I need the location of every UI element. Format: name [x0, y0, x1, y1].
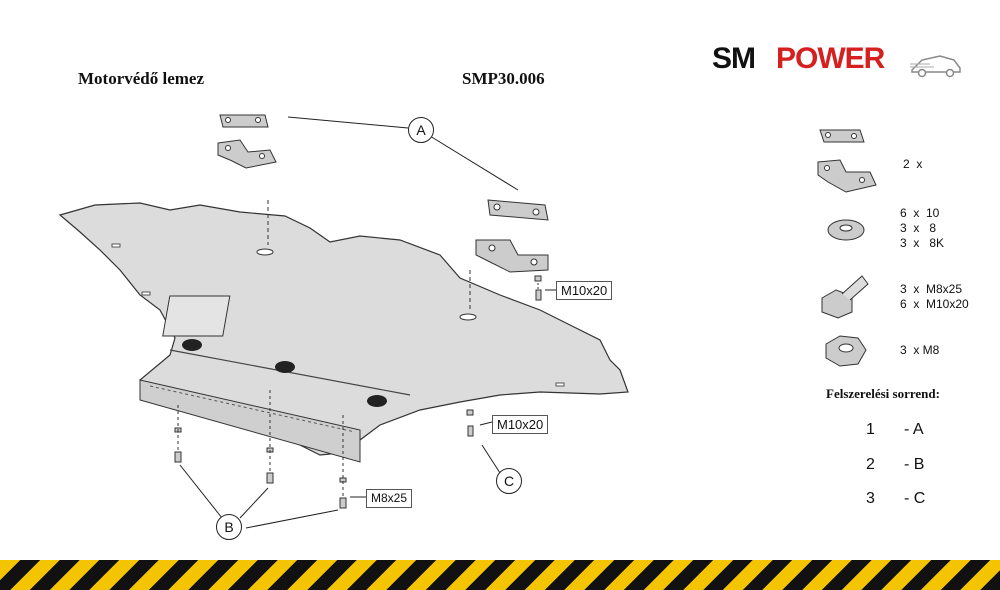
- parts-bracket-plate-icon: [819, 129, 865, 143]
- bolt-m8-left: [174, 405, 182, 463]
- sequence-step-label: - C: [904, 490, 926, 507]
- sequence-step-number: 1: [866, 421, 875, 438]
- smpower-logo: SM POWER: [712, 42, 962, 82]
- callout-a: A: [408, 117, 434, 143]
- bracket-mount-left: [217, 139, 277, 169]
- callout-c: C: [496, 468, 522, 494]
- bolt-label-upper: M10x20: [556, 281, 613, 300]
- skid-plate: [58, 202, 629, 456]
- logo-car-icon: [910, 55, 961, 78]
- parts-washer-qty: 6 x 10 3 x 8 3 x 8K: [900, 206, 945, 250]
- logo-text-power: POWER: [776, 42, 885, 75]
- sequence-step-label: - A: [904, 421, 924, 438]
- logo-text-sm: SM: [712, 42, 756, 75]
- bolt-label-mid: M10x20: [492, 415, 549, 434]
- skid-plate-flange: [139, 379, 361, 463]
- bracket-plate-right: [487, 199, 549, 221]
- hazard-stripe: [0, 560, 1000, 590]
- sequence-title: Felszerelési sorrend:: [826, 386, 940, 401]
- skid-plate-diagram: [58, 114, 877, 529]
- parts-bolt-icon: [821, 275, 869, 319]
- parts-bracket-qty: 2 x: [903, 157, 923, 171]
- bolt-m8-right: [339, 415, 347, 509]
- sequence-step-label: - B: [904, 456, 925, 473]
- sequence-step-number: 2: [866, 456, 875, 473]
- parts-bolt-qty: 3 x M8x25 6 x M10x20: [900, 282, 969, 311]
- bolt-m10-lower: [466, 409, 474, 437]
- part-code: SMP30.006: [462, 69, 545, 88]
- parts-washer-icon: [827, 219, 865, 241]
- bracket-mount-right: [475, 239, 549, 273]
- parts-bracket-mount-icon: [817, 159, 877, 193]
- parts-nut-qty: 3 x M8: [900, 343, 940, 357]
- bolt-m8-mid: [266, 390, 274, 484]
- bolt-label-lower: M8x25: [366, 489, 413, 508]
- vent-hatch: [162, 295, 231, 337]
- parts-nut-icon: [825, 335, 867, 367]
- bracket-plate-left: [219, 114, 269, 128]
- callout-b: B: [216, 514, 242, 540]
- page-title: Motorvédő lemez: [78, 69, 205, 88]
- sequence-step-number: 3: [866, 490, 875, 507]
- bolt-m10-upper: [534, 275, 542, 301]
